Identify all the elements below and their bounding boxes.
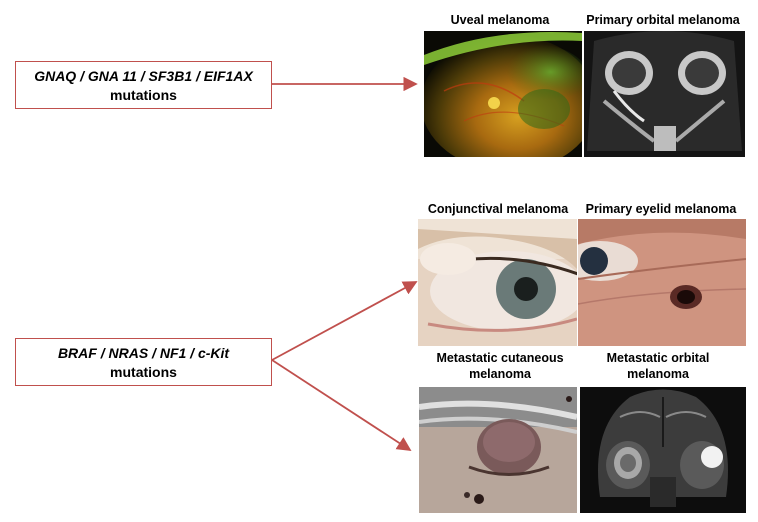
caption-primary-eyelid-melanoma: Primary eyelid melanoma [585, 202, 737, 216]
arrow-bottom-up [271, 281, 418, 361]
caption-metastatic-cutaneous-melanoma: Metastatic cutaneous melanoma [436, 351, 564, 381]
primary-eyelid-melanoma-image [578, 219, 746, 346]
mutations-label-cutaneous-group: mutations [110, 364, 177, 380]
gene-list-cutaneous-group: BRAF / NRAS / NF1 / c-Kit [57, 345, 230, 361]
primary-orbital-melanoma-image [584, 31, 745, 157]
gene-list-uveal-group: GNAQ / GNA 11 / SF3B1 / EIF1AX [34, 68, 253, 84]
arrow-bottom-down [271, 359, 412, 451]
conjunctival-melanoma-image [418, 219, 577, 346]
uveal-melanoma-image [424, 31, 582, 157]
caption-primary-orbital-melanoma: Primary orbital melanoma [586, 13, 740, 27]
gene-box-uveal-group: GNAQ / GNA 11 / SF3B1 / EIF1AX mutations [15, 61, 272, 109]
metastatic-cutaneous-melanoma-image [419, 387, 577, 513]
gene-box-cutaneous-group: BRAF / NRAS / NF1 / c-Kit mutations [15, 338, 272, 386]
caption-conjunctival-melanoma: Conjunctival melanoma [427, 202, 569, 216]
caption-uveal-melanoma: Uveal melanoma [450, 13, 550, 27]
caption-metastatic-orbital-melanoma: Metastatic orbital melanoma [606, 351, 710, 381]
metastatic-orbital-melanoma-image [580, 387, 746, 513]
mutations-label-uveal-group: mutations [110, 87, 177, 103]
